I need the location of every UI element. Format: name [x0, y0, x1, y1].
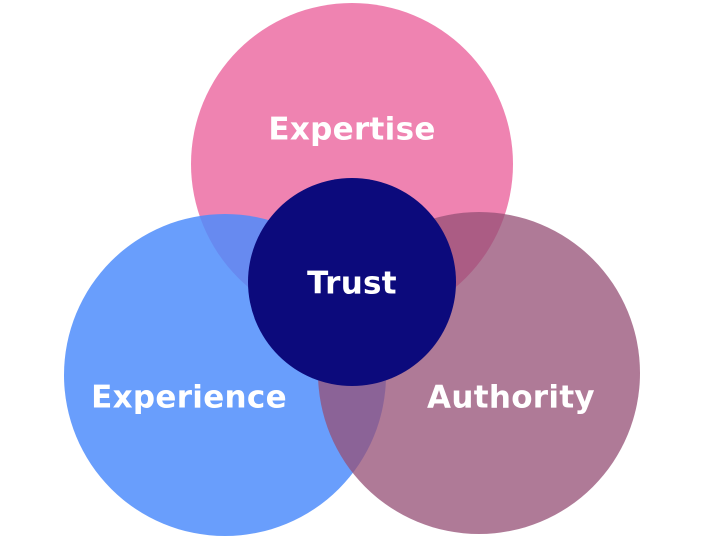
trust-circle: [248, 178, 456, 386]
trust-label: Trust: [307, 265, 397, 302]
authority-label: Authority: [427, 379, 595, 416]
experience-label: Experience: [91, 379, 287, 416]
expertise-label: Expertise: [268, 111, 436, 148]
